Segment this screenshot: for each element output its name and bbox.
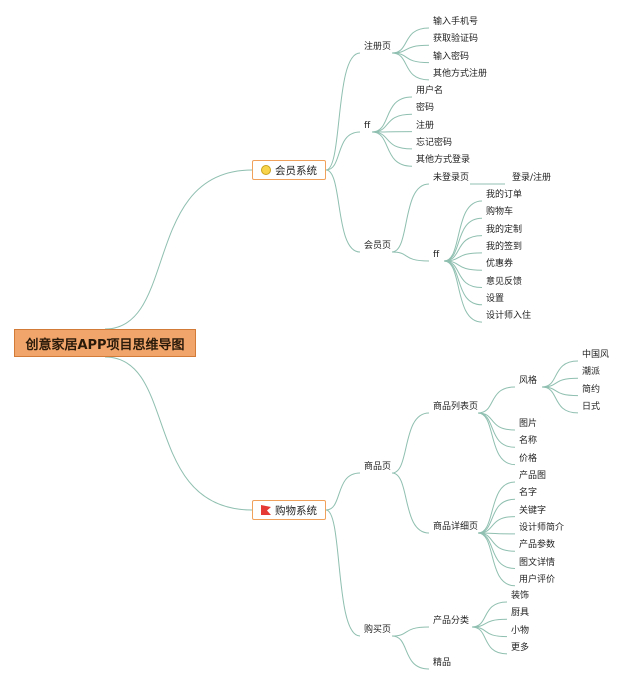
node-label[interactable]: 商品列表页 [433, 402, 479, 412]
node-label[interactable]: 潮派 [582, 367, 601, 378]
node-label[interactable]: 简约 [582, 384, 601, 395]
node-label[interactable]: 购物车 [486, 207, 514, 218]
node-label[interactable]: 日式 [582, 401, 601, 412]
node-label[interactable]: 我的定制 [486, 224, 523, 235]
node-label[interactable]: 风格 [519, 376, 538, 386]
connector-line [391, 183, 430, 253]
node-label[interactable]: 小物 [511, 625, 530, 636]
connector-line [471, 626, 508, 655]
node-label[interactable]: 价格 [519, 453, 538, 464]
connector-line [443, 217, 483, 262]
node-label[interactable]: 设置 [486, 293, 505, 304]
node-label[interactable]: 产品分类 [433, 616, 470, 626]
node-label[interactable]: 输入手机号 [433, 17, 479, 27]
node-label[interactable]: 注册页 [364, 42, 392, 52]
node-label[interactable]: 意见反馈 [486, 276, 523, 287]
node-label[interactable]: 商品详细页 [433, 522, 479, 532]
node-label[interactable]: 设计师入住 [486, 311, 532, 322]
node-label[interactable]: 图片 [519, 419, 538, 429]
connector-line [541, 360, 579, 388]
connector-line [541, 386, 579, 414]
connector-line [371, 131, 413, 167]
connector-line [443, 260, 483, 288]
node-label[interactable]: 其他方式登录 [416, 155, 471, 166]
connector-line [325, 472, 361, 511]
node-label[interactable]: 其他方式注册 [433, 68, 488, 79]
connector-line [325, 169, 361, 253]
root-topic[interactable]: 创意家居APP项目思维导图 [14, 329, 196, 357]
node-label[interactable]: 产品参数 [519, 540, 556, 551]
connector-line [391, 27, 430, 54]
topic-label: 会员系统 [275, 164, 317, 177]
node-label[interactable]: 输入密码 [433, 51, 470, 62]
connector-line [471, 601, 508, 628]
connector-line [443, 235, 483, 262]
connector-line [477, 412, 516, 466]
node-label[interactable]: ff [433, 250, 440, 260]
node-label[interactable]: 我的订单 [486, 190, 523, 200]
node-label[interactable]: 名称 [519, 436, 538, 447]
node-label[interactable]: 中国风 [582, 350, 610, 360]
connector-line [477, 386, 516, 414]
node-label[interactable]: 厨具 [511, 608, 530, 619]
node-label[interactable]: ff [364, 121, 371, 131]
node-label[interactable]: 关键字 [519, 505, 547, 516]
node-label[interactable]: 装饰 [511, 591, 530, 601]
node-label[interactable]: 注册 [416, 120, 435, 131]
node-label[interactable]: 密码 [416, 103, 435, 114]
node-label[interactable]: 购买页 [364, 625, 392, 635]
node-label[interactable]: 登录/注册 [512, 173, 552, 183]
connector-line [104, 169, 253, 330]
node-label[interactable]: 产品图 [519, 471, 547, 481]
root-topic-label: 创意家居APP项目思维导图 [25, 337, 185, 353]
connector-line [391, 635, 430, 670]
node-label[interactable]: 我的签到 [486, 241, 523, 252]
connector-line [391, 472, 430, 534]
node-label[interactable]: 名字 [519, 488, 538, 499]
connector-line [443, 260, 483, 323]
lightbulb-icon [261, 165, 271, 175]
connector-line [391, 251, 430, 262]
node-label[interactable]: 更多 [511, 642, 530, 653]
topic-shopping-system[interactable]: 购物系统 [252, 500, 326, 520]
node-label[interactable]: 精品 [433, 658, 452, 668]
red-flag-icon [261, 505, 271, 515]
connector-line [325, 131, 361, 171]
node-label[interactable]: 用户名 [416, 86, 444, 96]
connector-line [477, 481, 516, 534]
connector-line [371, 113, 413, 133]
node-label[interactable]: 用户评价 [519, 574, 556, 585]
connector-line [391, 626, 430, 637]
node-label[interactable]: 商品页 [364, 462, 392, 472]
node-label[interactable]: 优惠券 [486, 259, 514, 270]
topic-label: 购物系统 [275, 504, 317, 517]
connector-line [443, 200, 483, 262]
node-label[interactable]: 图文详情 [519, 557, 556, 568]
connector-line [371, 131, 413, 150]
node-label[interactable]: 设计师简介 [519, 522, 565, 533]
connector-line [477, 532, 516, 587]
node-label[interactable]: 获取验证码 [433, 34, 479, 45]
connector-line [325, 509, 361, 637]
node-label[interactable]: 忘记密码 [416, 137, 453, 148]
node-label[interactable]: 未登录页 [433, 173, 470, 183]
connector-line [104, 356, 253, 511]
topic-member-system[interactable]: 会员系统 [252, 160, 326, 180]
connector-line [477, 498, 516, 534]
connector-line [325, 52, 361, 171]
connector-line [391, 412, 430, 474]
connector-line [391, 52, 430, 81]
node-label[interactable]: 会员页 [364, 241, 392, 251]
